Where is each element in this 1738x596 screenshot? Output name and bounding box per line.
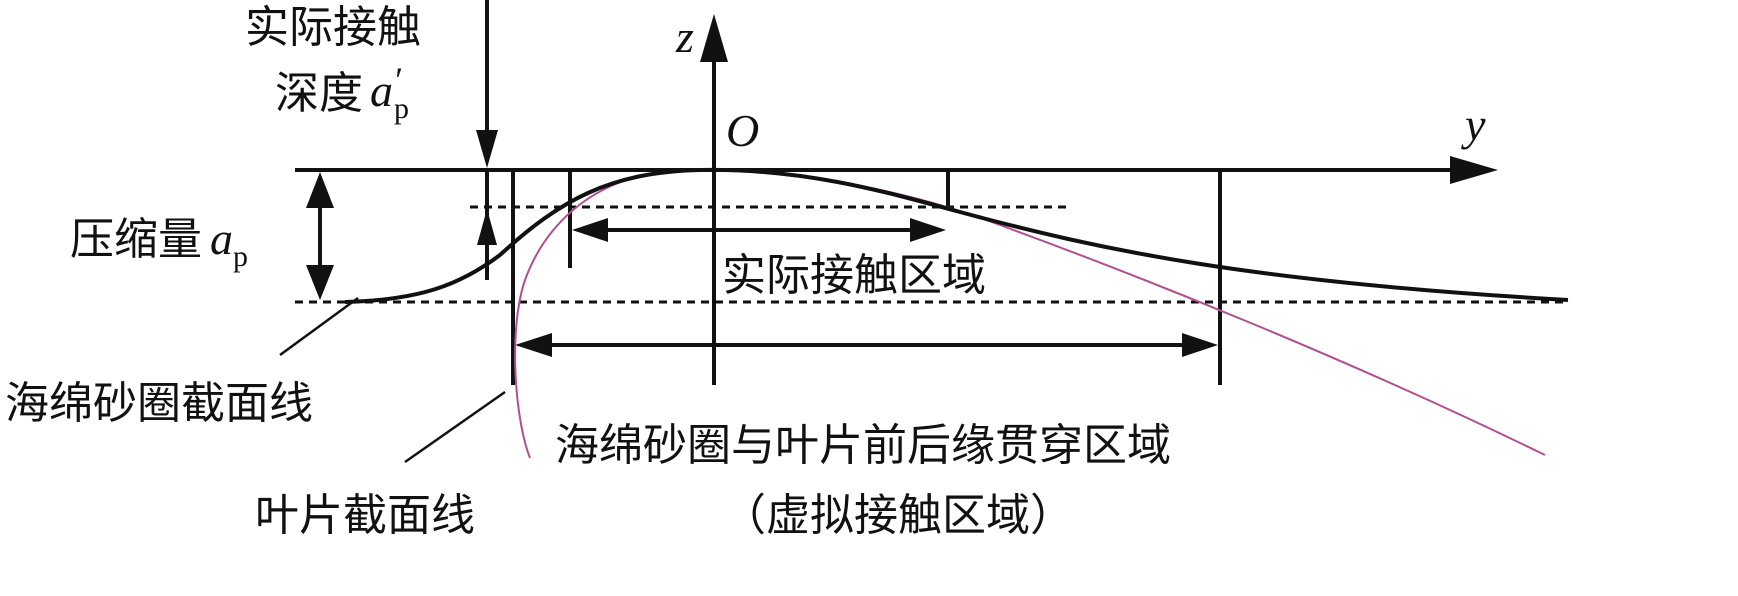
actual-depth-label-2: 深度 bbox=[275, 68, 363, 119]
compression-sub: p bbox=[233, 240, 248, 273]
blade-section-line-label: 叶片截面线 bbox=[255, 490, 475, 541]
actual-depth-sub: p bbox=[394, 92, 409, 125]
virtual-contact-region-label: （虚拟接触区域） bbox=[722, 490, 1074, 541]
z-axis-label: z bbox=[675, 11, 694, 62]
compression-symbol: a bbox=[210, 213, 233, 264]
origin-label: O bbox=[726, 105, 759, 156]
actual-depth-label: 实际接触 bbox=[245, 2, 421, 53]
sponge-section-line-label: 海绵砂圈截面线 bbox=[5, 378, 313, 429]
y-axis-label: y bbox=[1461, 99, 1486, 150]
sponge-section-curve bbox=[344, 167, 1569, 304]
actual-depth-symbol: a bbox=[370, 65, 393, 116]
actual-contact-region-label: 实际接触区域 bbox=[722, 250, 986, 301]
penetration-region-label: 海绵砂圈与叶片前后缘贯穿区域 bbox=[555, 420, 1171, 471]
actual-depth-prime: ′ bbox=[393, 60, 402, 100]
blade-section-curve bbox=[514, 168, 1546, 459]
compression-label: 压缩量 bbox=[70, 214, 202, 265]
